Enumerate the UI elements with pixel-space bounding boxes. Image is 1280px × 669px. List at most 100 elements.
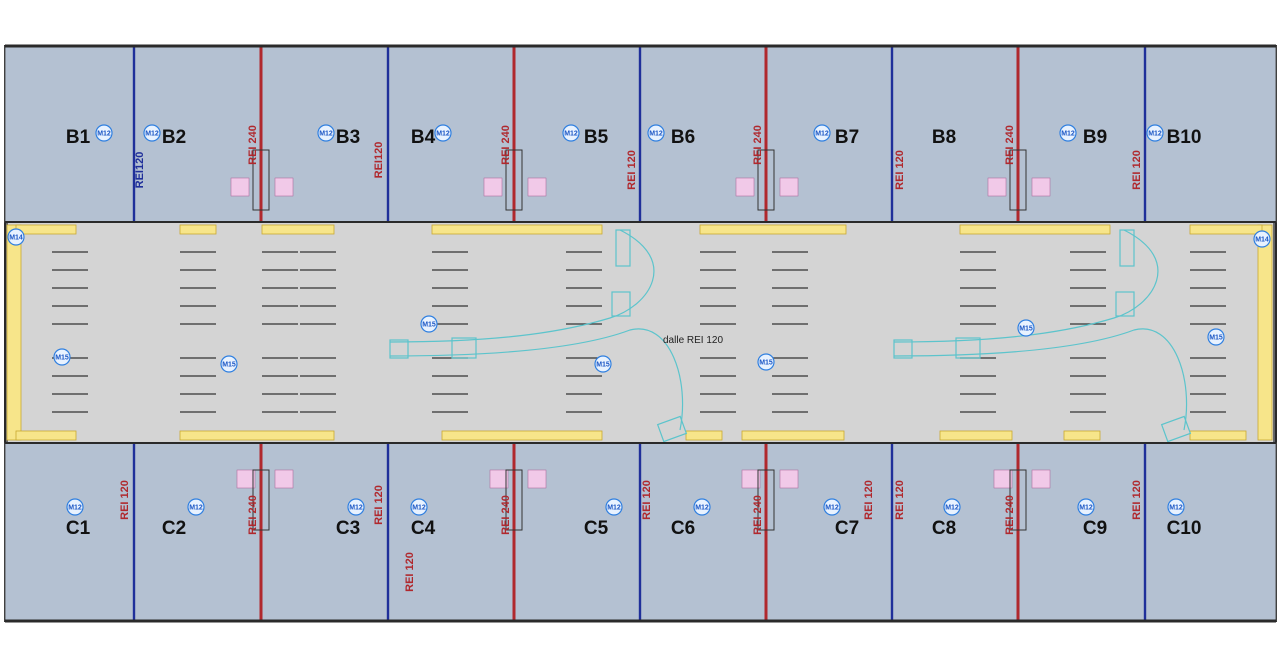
vehicle-outline (893, 339, 913, 359)
equipment-badge: M12 (605, 498, 623, 516)
badge-label: M14 (9, 235, 23, 242)
wall-rating-label: REI 120 (1131, 150, 1143, 190)
curb-bottom (685, 430, 723, 441)
unit-label-C3: C3 (336, 518, 360, 539)
wall-rating-label: REI120 (373, 142, 385, 179)
turning-path (389, 229, 688, 443)
unit-B10 (1144, 45, 1277, 223)
turning-path-lower (389, 328, 684, 431)
wall-rating-label: REI 120 (404, 552, 416, 592)
stair-core (1031, 177, 1051, 197)
badge-circle (347, 498, 365, 516)
wall-rating-label: REI 120 (119, 480, 131, 520)
stair-core (489, 469, 509, 489)
equipment-badge: M12 (1077, 498, 1095, 516)
badge-circle (647, 124, 665, 142)
curb-bottom (1189, 430, 1247, 441)
equipment-badge: M12 (317, 124, 335, 142)
stair-core (741, 469, 761, 489)
equipment-badge: M12 (95, 124, 113, 142)
curb-bottom (1063, 430, 1101, 441)
badge-circle (220, 355, 238, 373)
equipment-badge: M12 (943, 498, 961, 516)
unit-label-B9: B9 (1083, 127, 1107, 148)
wall-rating-label: REI 240 (1004, 125, 1016, 165)
badge-circle (53, 348, 71, 366)
badge-label: M12 (695, 505, 709, 512)
slab-rating-label: dalle REI 120 (663, 335, 723, 346)
stairwell (1009, 469, 1027, 531)
stairwell (757, 469, 775, 531)
badge-circle (317, 124, 335, 142)
unit-label-B8: B8 (932, 127, 956, 148)
badge-label: M15 (596, 362, 610, 369)
badge-label: M12 (607, 505, 621, 512)
stair-core (274, 177, 294, 197)
badge-label: M15 (222, 362, 236, 369)
badge-label: M12 (945, 505, 959, 512)
wall-rating-label: REI 120 (894, 480, 906, 520)
vehicle-outline (1160, 415, 1192, 443)
curb-top (1189, 224, 1263, 235)
badge-label: M15 (759, 360, 773, 367)
equipment-badge: M12 (347, 498, 365, 516)
turning-path-upper (893, 229, 1159, 343)
unit-label-B10: B10 (1167, 127, 1202, 148)
wall-rating-label: REI 120 (863, 480, 875, 520)
badge-label: M15 (55, 355, 69, 362)
wall-rating-label: REI 240 (247, 125, 259, 165)
curb-bottom (939, 430, 1013, 441)
curb-bottom (15, 430, 77, 441)
wall-rating-label: REI 240 (752, 125, 764, 165)
badge-circle (693, 498, 711, 516)
stair-core (483, 177, 503, 197)
equipment-badge: M12 (813, 124, 831, 142)
badge-circle (1167, 498, 1185, 516)
stairwell (1009, 149, 1027, 211)
equipment-badge: M12 (66, 498, 84, 516)
badge-label: M15 (1019, 326, 1033, 333)
badge-circle (1017, 319, 1035, 337)
equipment-badge: M12 (1167, 498, 1185, 516)
unit-C10 (1144, 442, 1277, 622)
stair-core (274, 469, 294, 489)
badge-circle (1059, 124, 1077, 142)
badge-circle (605, 498, 623, 516)
badge-label: M12 (319, 131, 333, 138)
vehicle-outline (389, 339, 409, 359)
equipment-badge: M12 (1146, 124, 1164, 142)
equipment-badge: M12 (1059, 124, 1077, 142)
badge-label: M12 (1148, 131, 1162, 138)
curb-bottom (179, 430, 335, 441)
badge-label: M15 (422, 322, 436, 329)
vehicle-outline (656, 415, 688, 443)
badge-circle (66, 498, 84, 516)
badge-circle (143, 124, 161, 142)
unit-label-C4: C4 (411, 518, 436, 539)
vehicle-outline (955, 337, 981, 359)
unit-label-B6: B6 (671, 127, 695, 148)
equipment-badge: M12 (647, 124, 665, 142)
unit-label-C7: C7 (835, 518, 859, 539)
wall-rating-label: REI 240 (247, 495, 259, 535)
equipment-badge: M15 (1207, 328, 1225, 346)
stair-core (779, 469, 799, 489)
unit-label-C10: C10 (1167, 518, 1202, 539)
unit-label-B5: B5 (584, 127, 609, 148)
badge-circle (757, 353, 775, 371)
unit-label-B7: B7 (835, 127, 859, 148)
wall-rating-label: REI 240 (1004, 495, 1016, 535)
equipment-badge: M12 (187, 498, 205, 516)
unit-label-C8: C8 (932, 518, 956, 539)
stair-core (993, 469, 1013, 489)
stair-core (779, 177, 799, 197)
badge-label: M12 (412, 505, 426, 512)
wall-rating-label: REI 120 (894, 150, 906, 190)
stair-core (527, 469, 547, 489)
wall-rating-label: REI 120 (1131, 480, 1143, 520)
stair-core (236, 469, 256, 489)
curb-top (431, 224, 603, 235)
